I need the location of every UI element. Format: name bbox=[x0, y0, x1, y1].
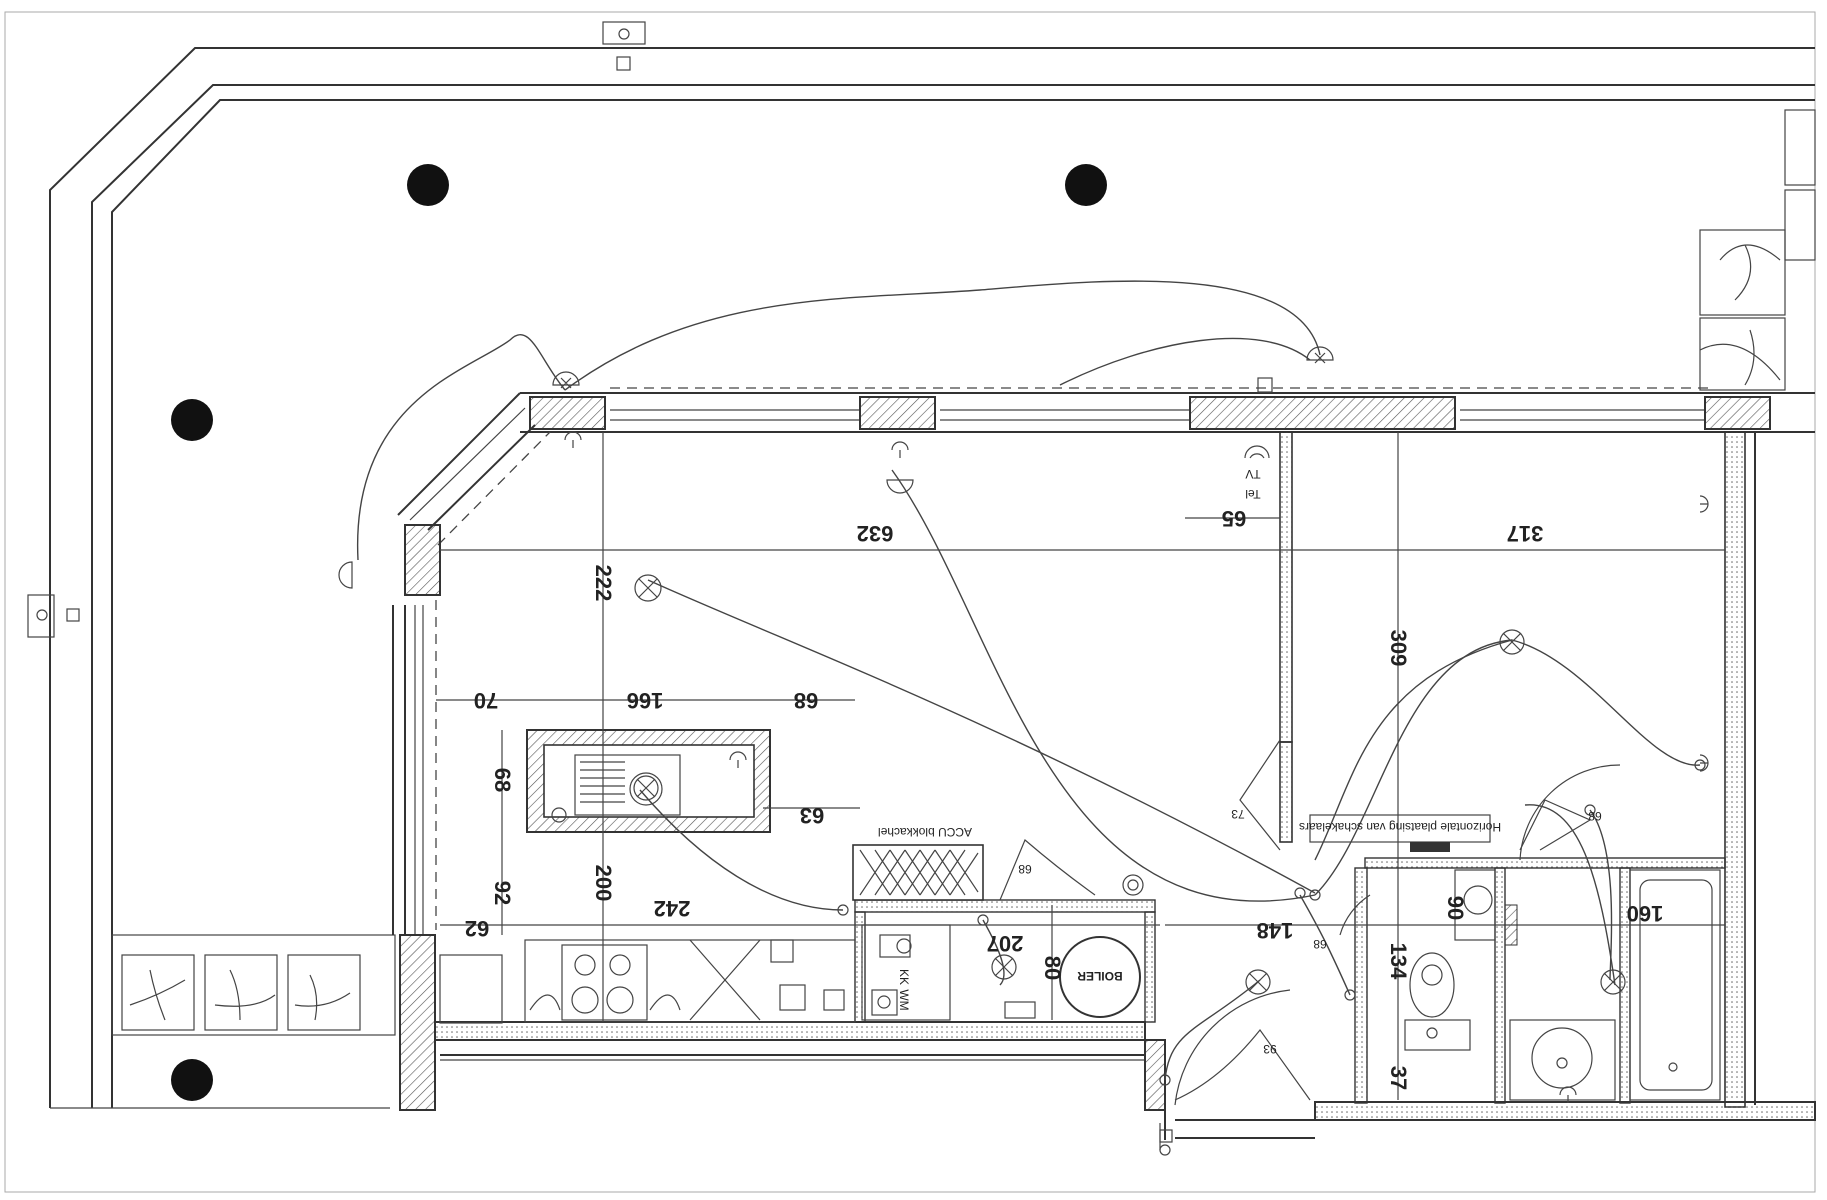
bathtub bbox=[1629, 869, 1721, 1101]
dim-317: 317 bbox=[1507, 521, 1544, 546]
diagonal-wall bbox=[397, 392, 551, 546]
dim-148: 148 bbox=[1257, 918, 1294, 943]
west-facade bbox=[392, 524, 441, 1111]
balcony-outline bbox=[49, 47, 1815, 1109]
door-swing-73: 73 bbox=[1231, 807, 1245, 821]
accu-label: ACCU blokkachel bbox=[878, 825, 972, 839]
planters-left bbox=[111, 934, 396, 1036]
boiler bbox=[1059, 936, 1141, 1018]
dim-63: 63 bbox=[800, 803, 824, 828]
doors bbox=[999, 739, 1621, 1106]
outlet-top bbox=[602, 21, 646, 71]
dim-166: 166 bbox=[627, 688, 664, 713]
switches bbox=[837, 759, 1706, 1156]
outlet-left bbox=[27, 594, 80, 638]
dim-65: 65 bbox=[1222, 506, 1246, 531]
toilet bbox=[1404, 952, 1471, 1051]
kitchen-island bbox=[526, 729, 771, 833]
door-swing-68-b: 68 bbox=[1018, 862, 1032, 876]
dim-68-h: 68 bbox=[794, 688, 818, 713]
dimension-lines bbox=[436, 432, 1725, 1100]
dim-222: 222 bbox=[591, 565, 616, 602]
dim-92: 92 bbox=[490, 881, 515, 905]
tv-tel-outlet bbox=[1244, 445, 1270, 459]
tel-label: Tel bbox=[1245, 487, 1260, 501]
electrical-wiring bbox=[357, 280, 1701, 1081]
horizontal-switch-label: Horizontale plaatsing van schakelaars bbox=[1299, 820, 1501, 834]
door-swing-93: 93 bbox=[1263, 1042, 1277, 1056]
dim-68-v: 68 bbox=[490, 768, 515, 792]
dim-90: 90 bbox=[1443, 896, 1468, 920]
wm-label: WM bbox=[897, 989, 911, 1010]
door-swing-labels: 73 68 68 68 93 bbox=[1018, 807, 1602, 1056]
north-facade bbox=[520, 377, 1815, 433]
dim-309: 309 bbox=[1386, 630, 1411, 667]
door-swing-68-a: 68 bbox=[1588, 809, 1602, 823]
dim-160: 160 bbox=[1627, 901, 1664, 926]
tv-label: TV bbox=[1245, 467, 1260, 481]
dim-207: 207 bbox=[987, 931, 1024, 956]
switch-strip bbox=[1309, 814, 1518, 946]
dim-62: 62 bbox=[465, 916, 489, 941]
boiler-label: BOILER bbox=[1077, 969, 1123, 983]
kk-label: KK bbox=[897, 969, 911, 985]
dim-242: 242 bbox=[654, 896, 691, 921]
dim-632: 632 bbox=[857, 521, 894, 546]
dimension-labels: 632 317 65 222 309 70 166 68 68 63 92 62… bbox=[465, 506, 1664, 1090]
dim-80: 80 bbox=[1040, 956, 1065, 980]
dim-70: 70 bbox=[474, 688, 498, 713]
accu-heater bbox=[852, 844, 984, 901]
dim-37: 37 bbox=[1386, 1066, 1411, 1090]
dim-200: 200 bbox=[591, 865, 616, 902]
ceiling-lights bbox=[633, 574, 1626, 995]
equipment-labels: ACCU blokkachel BOILER Horizontale plaat… bbox=[878, 467, 1501, 1011]
column-markers bbox=[171, 164, 1107, 1101]
kitchen-counter bbox=[524, 939, 856, 1023]
door-swing-68-c: 68 bbox=[1313, 937, 1327, 951]
dim-134: 134 bbox=[1386, 943, 1411, 980]
wash-basin bbox=[1454, 869, 1616, 1101]
planters-right bbox=[1699, 109, 1816, 391]
